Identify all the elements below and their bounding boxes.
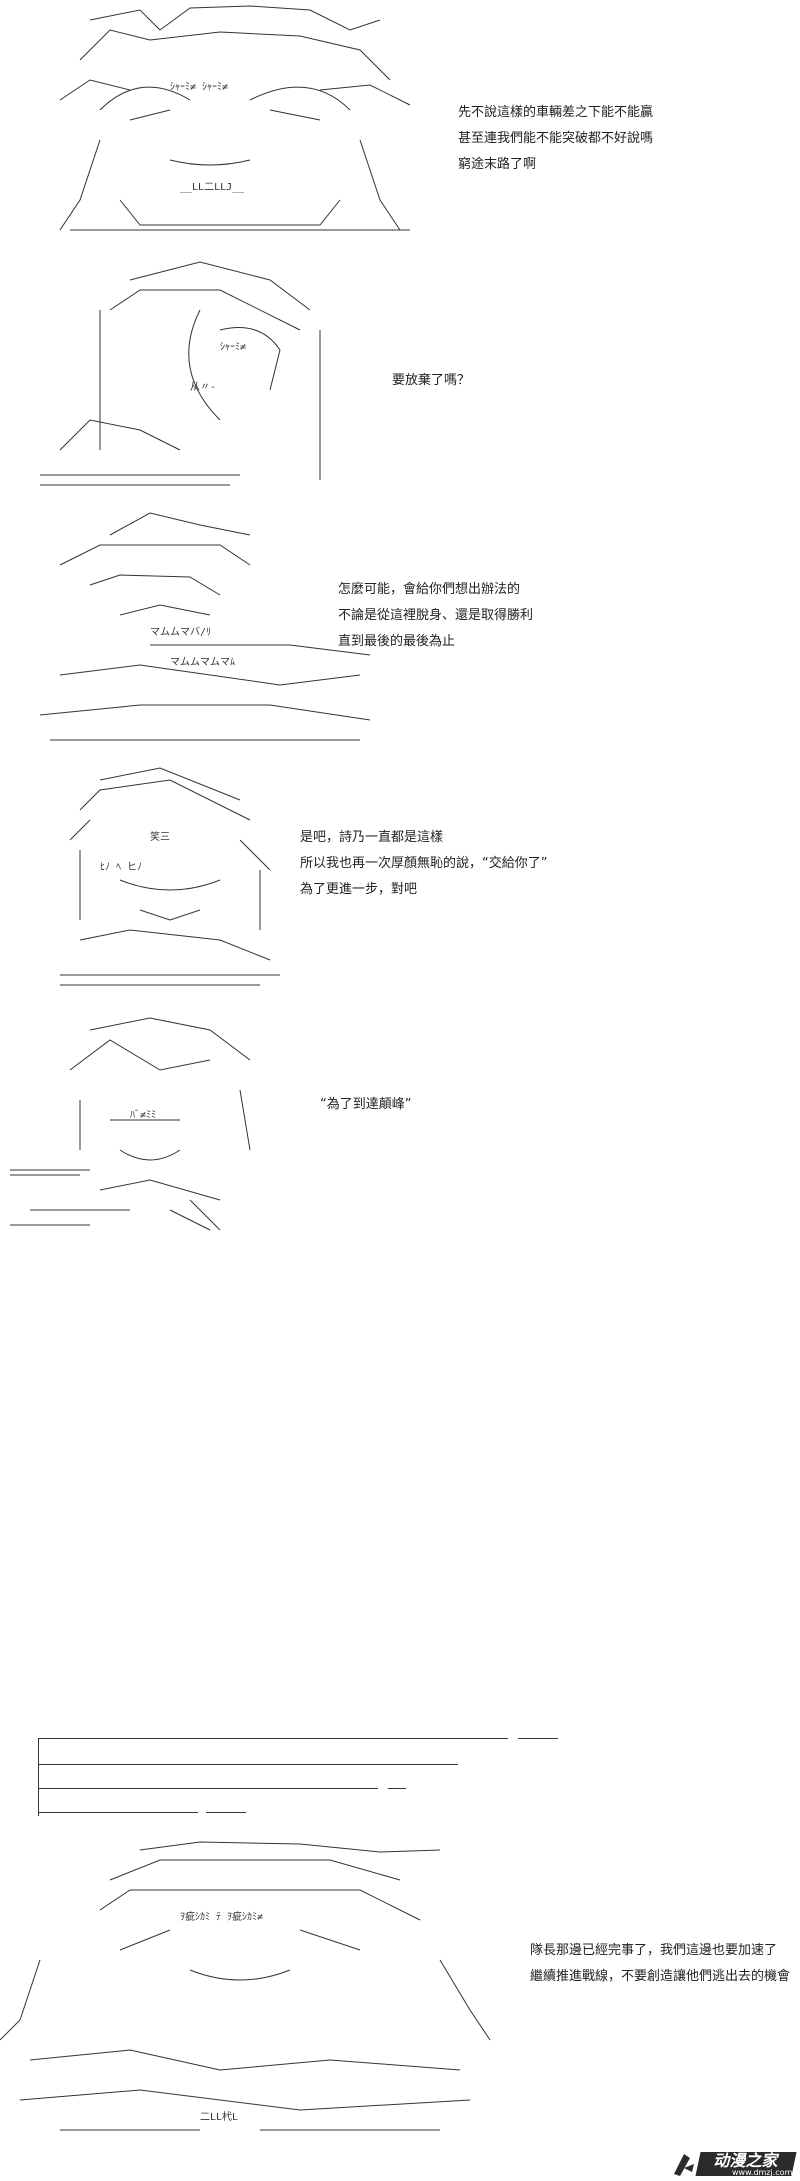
svg-text:从〃-: 从〃- [190, 382, 216, 393]
svg-text:ﾋﾉ ﾍ ヒﾉ: ﾋﾉ ﾍ ヒﾉ [100, 861, 142, 873]
panel-7: ｦ疵ｼｶﾐ ﾃ ｦ疵ｼｶﾐ≠ 二LL杙L 隊長那邊已經完事了，我們這邊也要加速了… [0, 1840, 800, 2140]
watermark-url: www.dmzj.com [732, 2168, 793, 2177]
line [38, 1764, 458, 1765]
line [388, 1788, 406, 1789]
caption-line: 是吧，詩乃一直都是這樣 [300, 830, 444, 845]
svg-text:笑三: 笑三 [150, 830, 170, 843]
caption-panel-3: 怎麼可能，會給你們想出辦法的 不論是從這裡脫身、還是取得勝利 直到最後的最後為止 [338, 577, 533, 655]
svg-text:ｼｬｰﾐ≠: ｼｬｰﾐ≠ [220, 342, 246, 353]
svg-text:__LL二LLJ__: __LL二LLJ__ [180, 182, 245, 193]
caption-line: 先不說這樣的車輛差之下能不能贏 [458, 105, 654, 120]
caption-panel-5: “為了到達顛峰” [320, 1092, 411, 1118]
caption-line: 甚至連我們能不能突破都不好說嗎 [458, 131, 654, 146]
ascii-art-character-4: 笑三 ﾋﾉ ﾍ ヒﾉ [40, 760, 300, 1000]
line [38, 1812, 198, 1813]
caption-line: 為了更進一步，對吧 [300, 882, 418, 897]
svg-text:二LL杙L: 二LL杙L [200, 2110, 238, 2123]
caption-line: 要放棄了嗎？ [392, 373, 471, 388]
caption-panel-2: 要放棄了嗎？ [392, 368, 470, 394]
panel-4: 笑三 ﾋﾉ ﾍ ヒﾉ 是吧，詩乃一直都是這樣 所以我也再一次厚顏無恥的說，“交給… [0, 760, 800, 1000]
caption-line: “為了到達顛峰” [320, 1097, 412, 1112]
caption-line: 所以我也再一次厚顏無恥的說，“交給你了” [300, 856, 548, 871]
line [38, 1788, 378, 1789]
caption-panel-1: 先不說這樣的車輛差之下能不能贏 甚至連我們能不能突破都不好說嗎 窮途末路了啊 [458, 100, 653, 178]
caption-line: 繼續推進戰線，不要創造讓他們逃出去的機會 [530, 1969, 791, 1984]
line [38, 1738, 508, 1739]
caption-line: 窮途末路了啊 [458, 157, 537, 172]
svg-text:ｦ疵ｼｶﾐ ﾃ ｦ疵ｼｶﾐ≠: ｦ疵ｼｶﾐ ﾃ ｦ疵ｼｶﾐ≠ [180, 1910, 263, 1923]
panel-2: ｼｬｰﾐ≠ 从〃- 要放棄了嗎？ [0, 250, 800, 490]
caption-line: 不論是從這裡脫身、還是取得勝利 [338, 608, 534, 623]
svg-text:ﾊﾞ≠ﾐﾐ: ﾊﾞ≠ﾐﾐ [130, 1109, 156, 1121]
ascii-art-character-7: ｦ疵ｼｶﾐ ﾃ ｦ疵ｼｶﾐ≠ 二LL杙L [0, 1840, 500, 2140]
line [206, 1812, 246, 1813]
caption-panel-4: 是吧，詩乃一直都是這樣 所以我也再一次厚顏無恥的說，“交給你了” 為了更進一步，… [300, 825, 547, 903]
panel-3: マムムマバ/ﾘ マムムマムマﾑ 怎麼可能，會給你們想出辦法的 不論是從這裡脫身、… [0, 505, 800, 745]
panel-6-horizontal-lines [38, 1738, 558, 1828]
site-watermark: 动漫之家 www.dmzj.com [662, 2146, 800, 2181]
panel-1: ｼｬｰﾐ≠ ｼｬｰﾐ≠ __LL二LLJ__ 先不說這樣的車輛差之下能不能贏 甚… [0, 0, 800, 240]
panel-5: ﾊﾞ≠ﾐﾐ “為了到達顛峰” [0, 1010, 800, 1240]
caption-line: 直到最後的最後為止 [338, 634, 456, 649]
caption-line: 怎麼可能，會給你們想出辦法的 [338, 582, 521, 597]
ascii-art-character-1: ｼｬｰﾐ≠ ｼｬｰﾐ≠ __LL二LLJ__ [20, 0, 460, 240]
ascii-art-character-5: ﾊﾞ≠ﾐﾐ [10, 1010, 310, 1240]
svg-text:ｼｬｰﾐ≠ ｼｬｰﾐ≠: ｼｬｰﾐ≠ ｼｬｰﾐ≠ [170, 82, 228, 93]
caption-panel-7: 隊長那邊已經完事了，我們這邊也要加速了 繼續推進戰線，不要創造讓他們逃出去的機會 [530, 1938, 790, 1990]
logo-mark-icon [674, 2154, 694, 2176]
svg-text:マムムマムマﾑ: マムムマムマﾑ [170, 656, 235, 668]
svg-text:マムムマバ/ﾘ: マムムマバ/ﾘ [150, 626, 211, 638]
line [38, 1738, 39, 1816]
line [518, 1738, 558, 1739]
caption-line: 隊長那邊已經完事了，我們這邊也要加速了 [530, 1943, 778, 1958]
ascii-art-character-3: マムムマバ/ﾘ マムムマムマﾑ [20, 505, 400, 745]
ascii-art-character-2: ｼｬｰﾐ≠ 从〃- [20, 250, 380, 490]
